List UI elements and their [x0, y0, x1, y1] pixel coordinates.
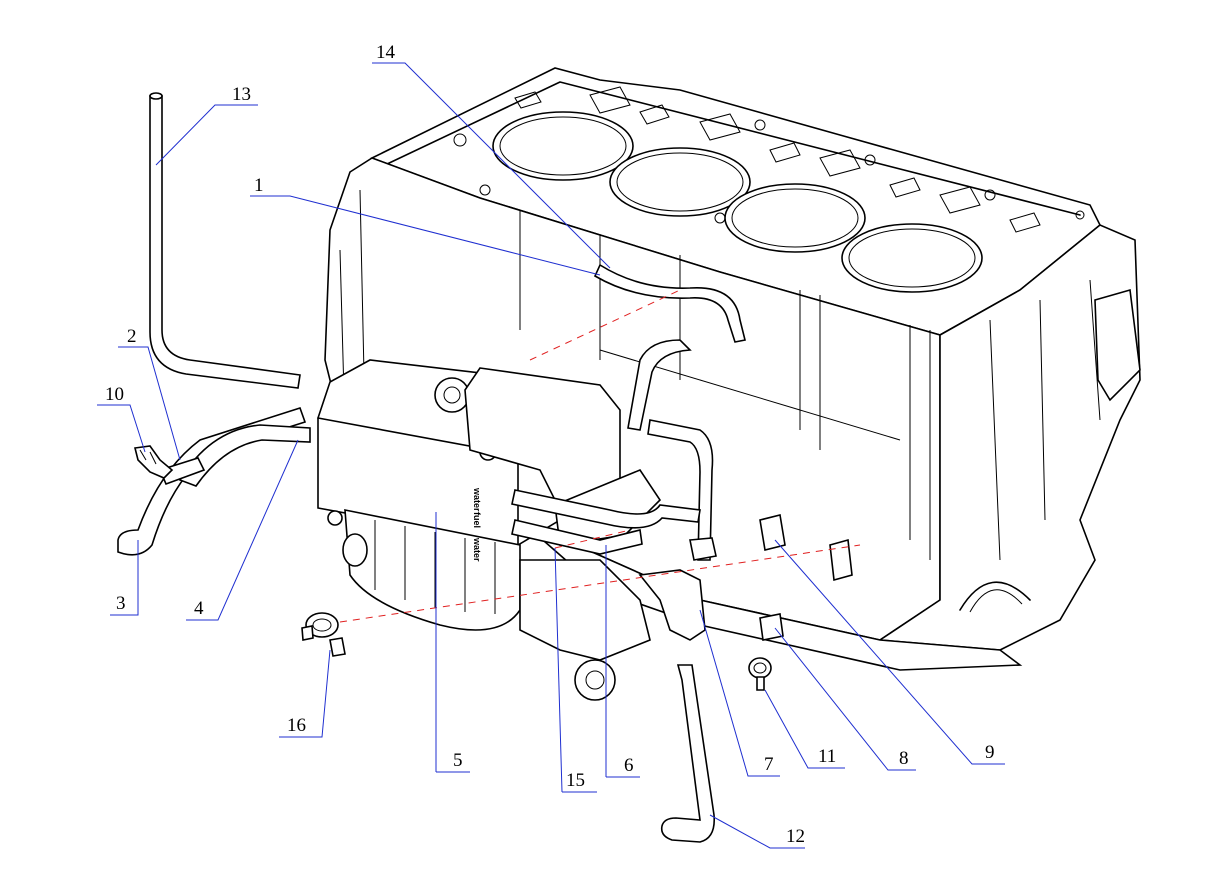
- callout-3: 3: [116, 593, 126, 614]
- callout-11: 11: [818, 746, 836, 767]
- callout-16: 16: [287, 715, 306, 736]
- filter-label-water-1: water: [472, 487, 482, 512]
- callout-13: 13: [232, 84, 251, 105]
- left-hoses: [117, 407, 311, 556]
- filter-label-water-2: water: [472, 537, 482, 562]
- lower-hose: [660, 664, 716, 843]
- assembly-lines: [339, 289, 861, 623]
- side-connectors: [689, 514, 853, 641]
- filter-label-fuel: fuel: [472, 512, 482, 528]
- callout-4: 4: [194, 598, 204, 619]
- callout-8: 8: [899, 748, 909, 769]
- callout-2: 2: [127, 326, 137, 347]
- barbed-fitting: [134, 445, 174, 479]
- deck-details: [453, 86, 1085, 233]
- pump-housing: [464, 367, 662, 701]
- cylinder-bores: [492, 111, 983, 293]
- callout-leaders: [97, 62, 1005, 849]
- callout-15: 15: [566, 770, 585, 791]
- callout-10: 10: [105, 384, 124, 405]
- filter-housing-labels: water fuel water: [472, 487, 482, 562]
- callout-5: 5: [453, 750, 463, 771]
- ring-clip: [748, 657, 772, 691]
- callout-6: 6: [624, 755, 634, 776]
- hose-clamp: [301, 612, 346, 657]
- breather-tube: [149, 92, 301, 389]
- callout-12: 12: [786, 826, 805, 847]
- callout-9: 9: [985, 742, 995, 763]
- callout-7: 7: [764, 754, 774, 775]
- callout-14: 14: [376, 42, 396, 63]
- callout-1: 1: [254, 175, 264, 196]
- callout-labels: 14 13 1 2 10 3 4 16 5 15 6 7 11 8 9 12: [105, 42, 995, 847]
